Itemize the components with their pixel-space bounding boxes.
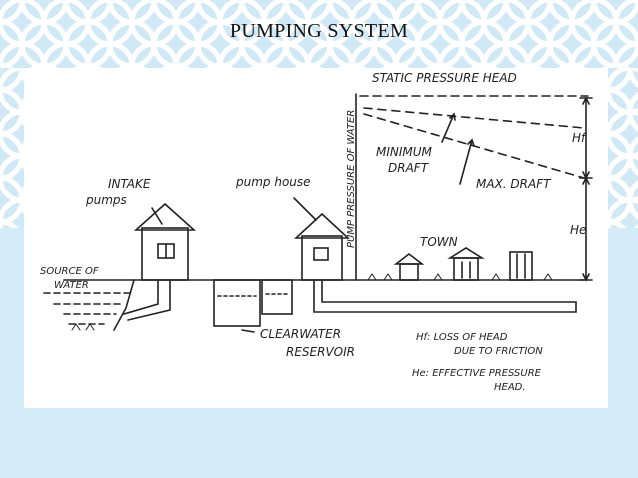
slide-title: PUMPING SYSTEM: [229, 20, 409, 42]
he-label: He: [570, 223, 586, 237]
town-label: TOWN: [420, 235, 458, 249]
distribution-main: [313, 279, 577, 313]
water-source: [43, 292, 135, 325]
pump-house-label: pump house: [235, 175, 311, 189]
pump-house: [301, 235, 343, 281]
minimum-draft-label-1: MINIMUM: [376, 145, 433, 159]
legend-he-label-1: He: EFFECTIVE PRESSURE: [412, 368, 542, 379]
intake-pipe: [123, 279, 171, 321]
intake-pumps-label-1: INTAKE: [108, 177, 151, 191]
max-draft-arrow: [459, 138, 475, 185]
clear-water-reservoir-label-2: RESERVOIR: [286, 345, 355, 359]
intake-pumps-label-2: pumps: [85, 193, 127, 207]
legend-he-label-2: HEAD.: [494, 382, 526, 393]
minimum-draft-label-2: DRAFT: [388, 161, 430, 175]
town-house-1: [399, 263, 419, 281]
reservoir-arrow: [241, 329, 255, 333]
pump-pressure-label: PUMP PRESSURE OF WATER: [346, 110, 357, 248]
decorative-pattern-right: [608, 68, 638, 228]
decorative-pattern-top: [0, 0, 638, 68]
clear-water-reservoir-label-1: CLEARWATER: [260, 327, 341, 341]
diagram-panel: STATIC PRESSURE HEAD PUMP PRESSURE OF WA…: [24, 68, 608, 408]
max-draft-label: MAX. DRAFT: [476, 177, 552, 191]
legend-hf-label-2: DUE TO FRICTION: [454, 346, 543, 357]
source-of-water-label-2: WATER: [54, 280, 89, 291]
clear-water-reservoir: [213, 279, 261, 327]
hf-label: Hf: [572, 131, 587, 145]
pump-house-arrow: [293, 197, 317, 221]
min-draft-arrow: [441, 112, 456, 143]
town-house-3: [509, 251, 533, 281]
town-house-2: [453, 257, 479, 281]
source-of-water-label-1: SOURCE OF: [40, 266, 99, 277]
intake-arrow: [151, 207, 163, 225]
legend-hf-label-1: Hf: LOSS OF HEAD: [416, 332, 508, 343]
intake-pumps-house: [141, 227, 189, 281]
min-draft-gradient: [363, 107, 585, 129]
decorative-pattern-left: [0, 68, 24, 228]
static-pressure-head-label: STATIC PRESSURE HEAD: [372, 71, 517, 85]
pumping-system-diagram: STATIC PRESSURE HEAD PUMP PRESSURE OF WA…: [40, 71, 593, 393]
